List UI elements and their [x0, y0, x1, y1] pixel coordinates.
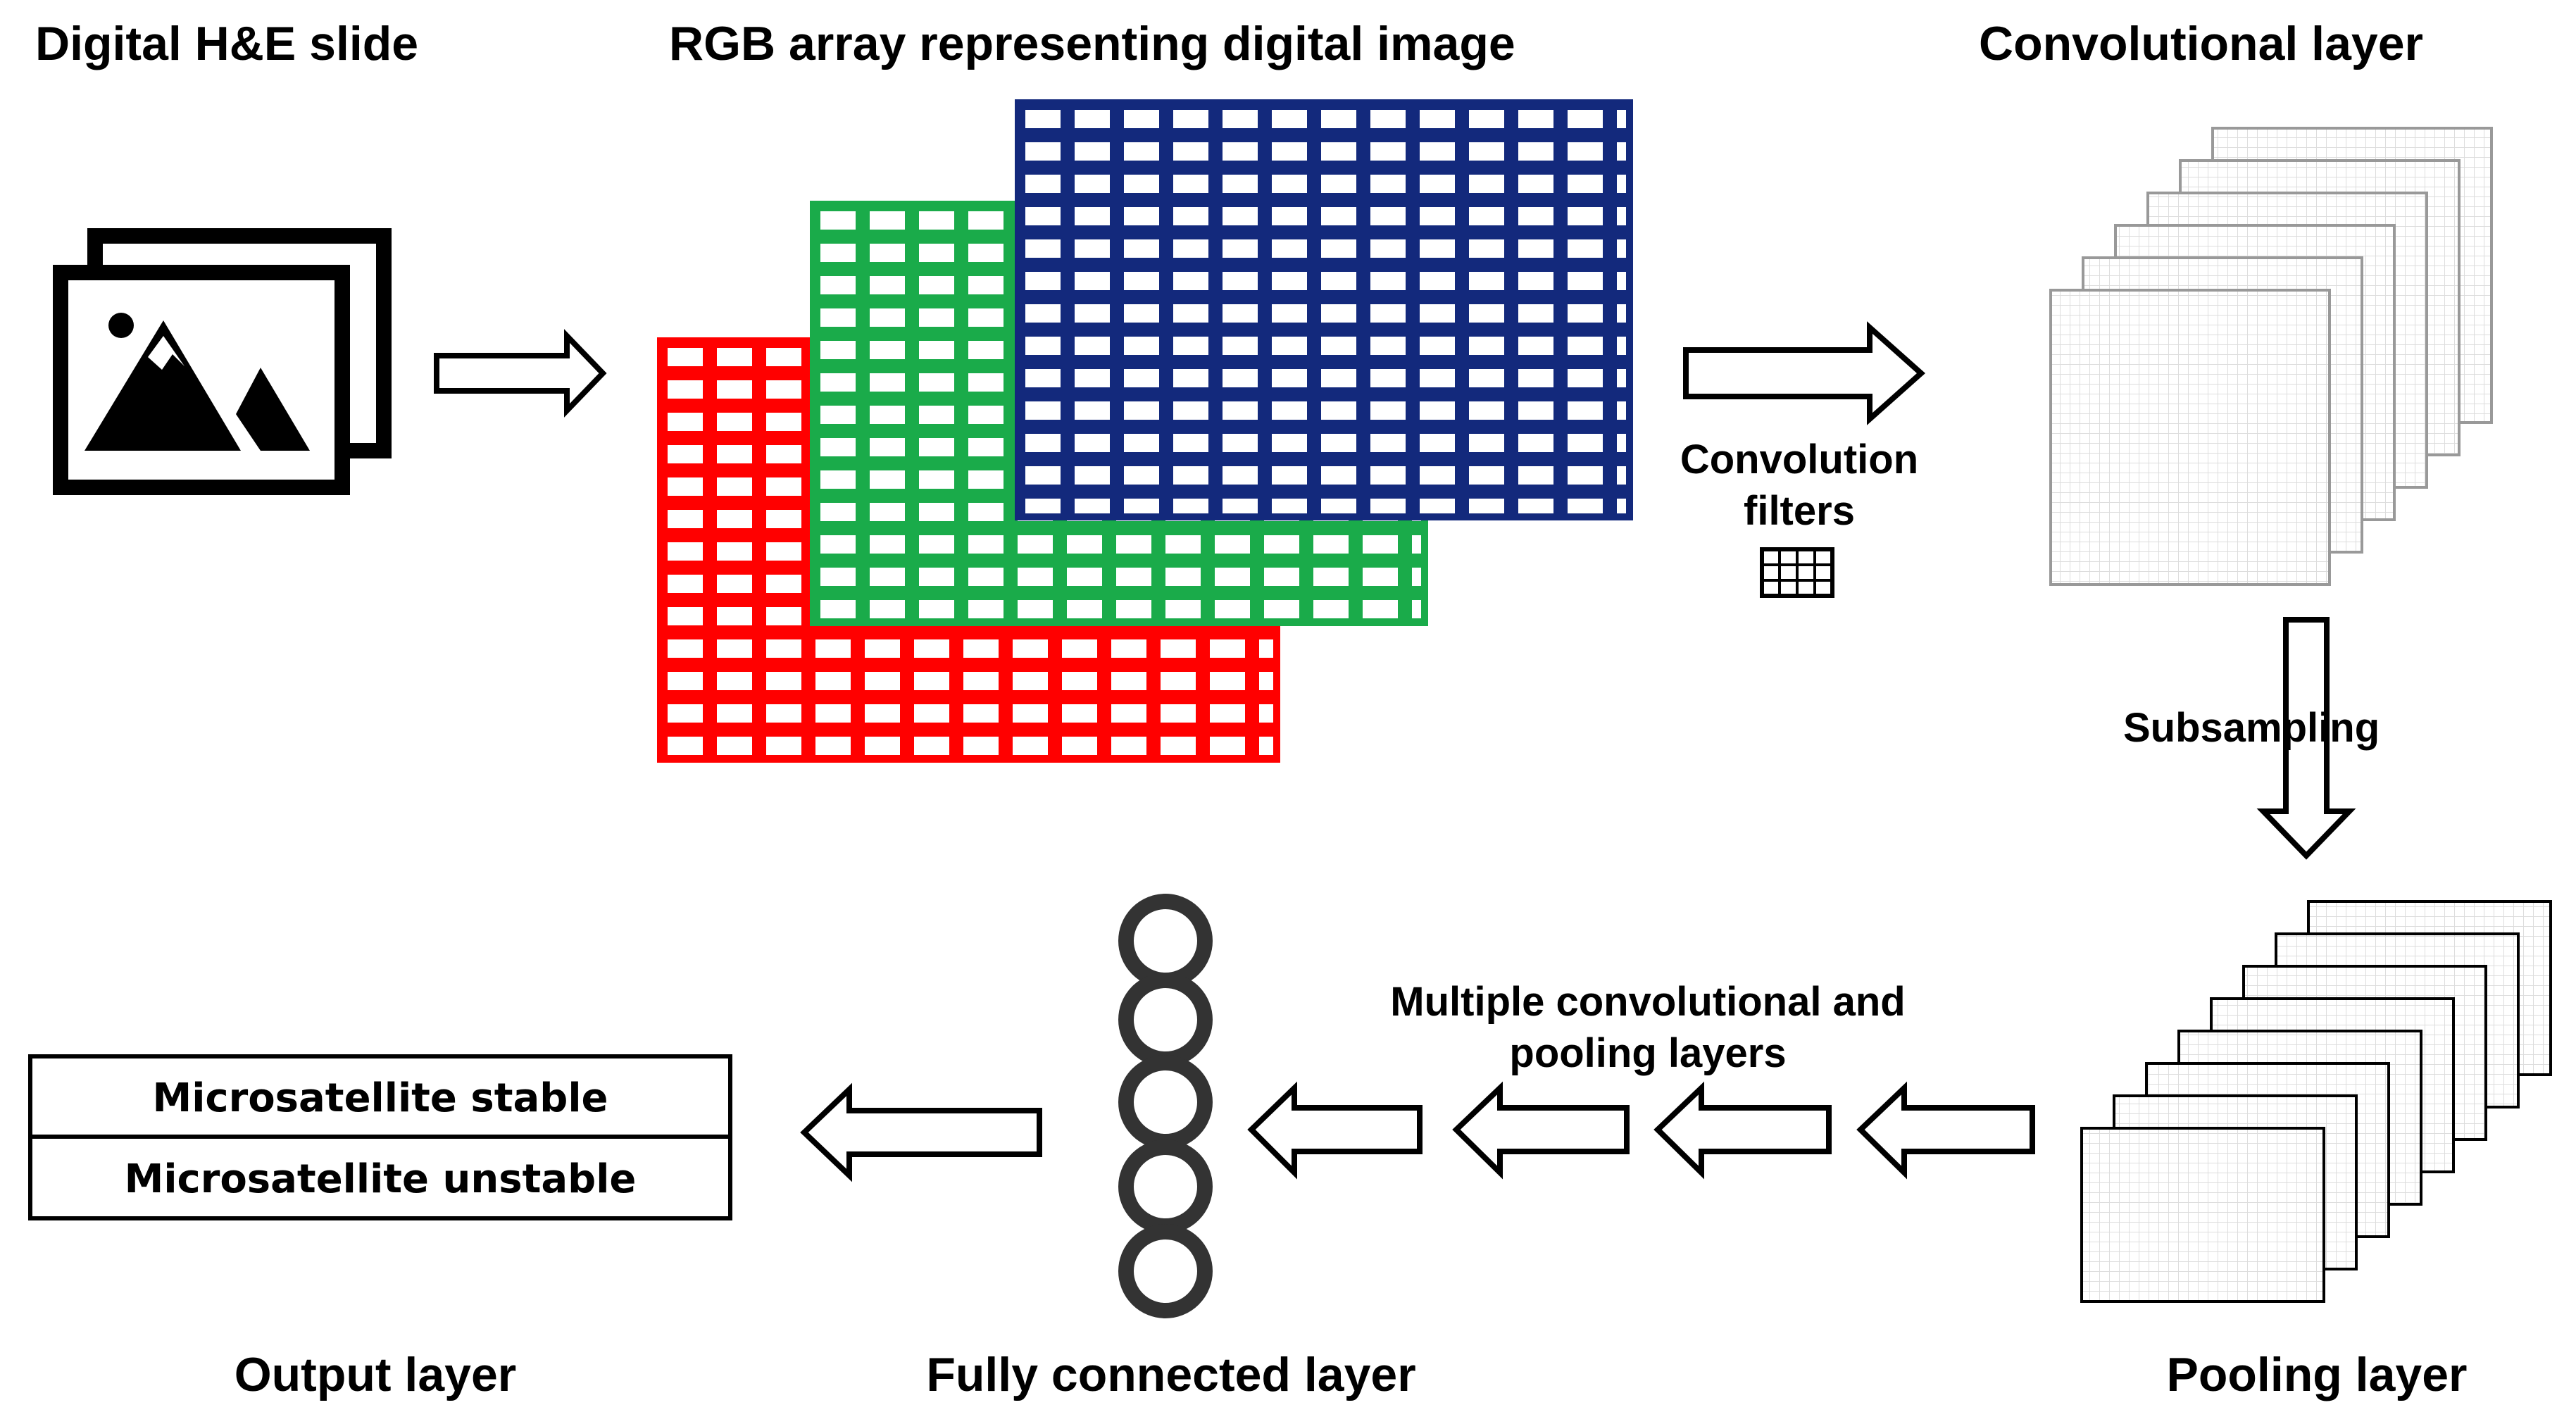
output-layer-label: Output layer	[235, 1348, 517, 1401]
conv-layer-label: Convolutional layer	[1979, 17, 2423, 70]
multiple-layers-label-1: Multiple convolutional and	[1390, 979, 1905, 1025]
conv-filters-label-1: Convolution	[1680, 437, 1918, 482]
arrow-from-pooling-2	[1653, 1081, 1832, 1180]
blue-channel-grid	[1015, 99, 1633, 520]
subsampling-label: Subsampling	[2123, 705, 2380, 751]
arrow-subsampling	[2256, 617, 2356, 860]
arrow-to-fc	[1247, 1081, 1423, 1180]
rgb-array	[657, 99, 1633, 763]
output-table: Microsatellite stable Microsatellite uns…	[28, 1054, 732, 1220]
fully-connected-nodes	[1118, 894, 1213, 1318]
digital-slide-label: Digital H&E slide	[35, 17, 418, 70]
output-class-unstable: Microsatellite unstable	[125, 1156, 637, 1202]
fc-node	[1118, 894, 1213, 988]
fc-node	[1118, 973, 1213, 1067]
arrow-from-pooling-1	[1856, 1081, 2035, 1180]
arrow-to-conv	[1683, 321, 1926, 425]
pooling-layer-label: Pooling layer	[2167, 1348, 2468, 1401]
fc-node	[1118, 1224, 1213, 1318]
fc-node	[1118, 1055, 1213, 1149]
grid-filter-icon	[1760, 547, 1834, 598]
arrow-to-output	[800, 1082, 1042, 1182]
arrow-to-rgb	[434, 329, 607, 418]
conv-filters-label-2: filters	[1744, 488, 1855, 534]
rgb-array-label: RGB array representing digital image	[669, 17, 1515, 70]
pooling-feature-maps	[2080, 900, 2552, 1303]
arrow-from-pooling-3	[1452, 1081, 1630, 1180]
image-gallery-icon	[53, 228, 392, 495]
fully-connected-label: Fully connected layer	[926, 1348, 1415, 1401]
fc-node	[1118, 1139, 1213, 1234]
multiple-layers-label-2: pooling layers	[1509, 1030, 1786, 1076]
output-class-stable: Microsatellite stable	[152, 1075, 608, 1121]
conv-feature-maps	[2049, 127, 2493, 586]
